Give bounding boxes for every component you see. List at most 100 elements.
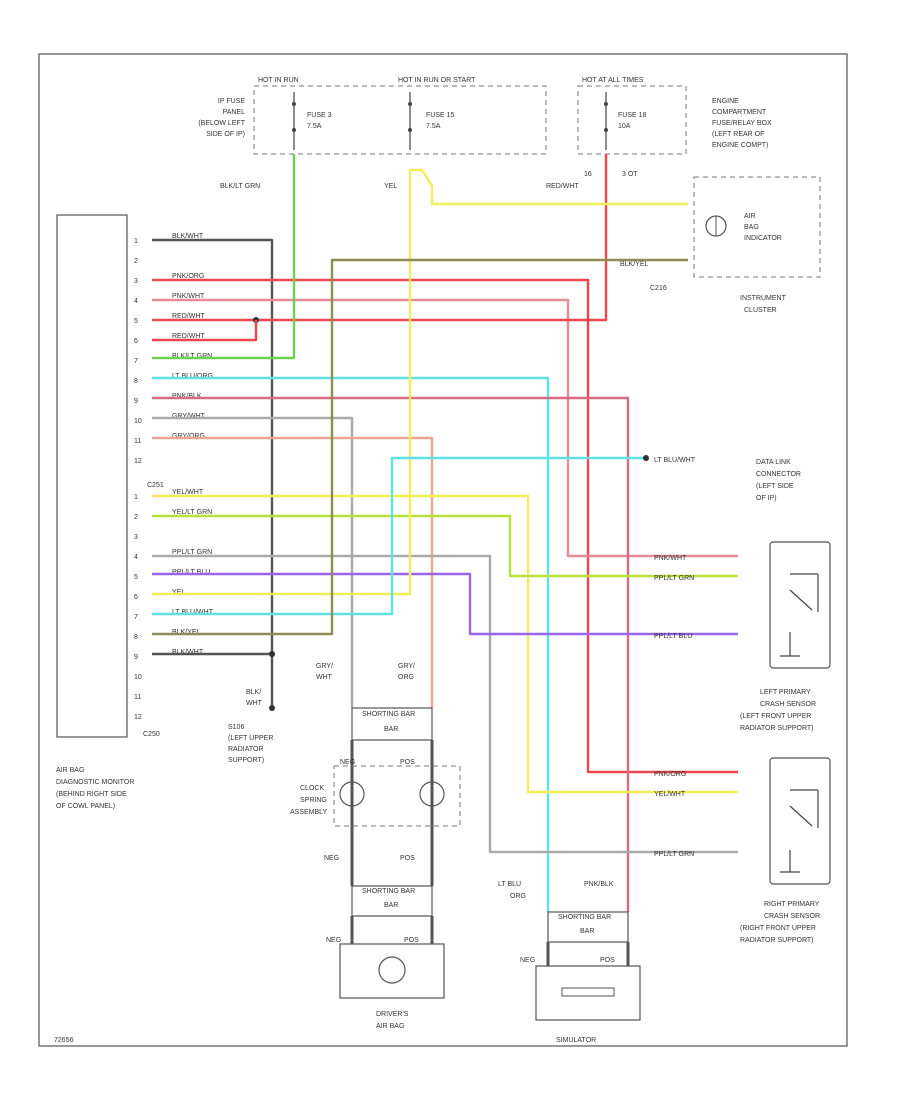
diagram-border	[38, 53, 848, 1047]
svg-text:CONNECTOR: CONNECTOR	[756, 471, 801, 478]
svg-text:S106: S106	[228, 724, 244, 731]
pin-number: 9	[134, 398, 138, 405]
svg-text:BAR: BAR	[384, 902, 398, 909]
wire-label-red-wht: RED/WHT	[546, 183, 579, 190]
svg-text:BAG: BAG	[744, 224, 759, 231]
svg-text:IP FUSE: IP FUSE	[218, 98, 245, 105]
pin-number: 10	[134, 418, 142, 425]
fuse-3-amp: 7.5A	[307, 123, 322, 130]
data-link-connector-label: DATA LINK CONNECTOR (LEFT SIDE OF IP)	[756, 459, 801, 502]
pin-number: 6	[134, 594, 138, 601]
pin-number: 1	[134, 238, 138, 245]
wire-label-blk-yel: BLK/YEL	[620, 261, 649, 268]
pin-wire-color: YEL/WHT	[172, 489, 204, 496]
svg-text:ENGINE: ENGINE	[712, 98, 739, 105]
c250-pin-numbers: 1BLK/WHT23PNK/ORG4PNK/WHT5RED/WHT6RED/WH…	[134, 233, 213, 465]
pin-number: 3	[134, 278, 138, 285]
svg-text:AIR: AIR	[744, 213, 756, 220]
svg-text:GRY/: GRY/	[316, 663, 333, 670]
simulator-neg-label: NEG	[520, 957, 535, 964]
left-crash-sensor-label: LEFT PRIMARY CRASH SENSOR (LEFT FRONT UP…	[740, 689, 816, 732]
s106-ground-label: BLK/ WHT S106 (LEFT UPPER RADIATOR SUPPO…	[228, 689, 273, 764]
svg-text:SHORTING BAR: SHORTING BAR	[362, 711, 415, 718]
simulator-box	[535, 965, 641, 1021]
svg-text:INDICATOR: INDICATOR	[744, 235, 782, 242]
svg-text:(LEFT SIDE: (LEFT SIDE	[756, 483, 794, 490]
svg-text:WHT: WHT	[316, 674, 333, 681]
pin-number: 10	[134, 674, 142, 681]
pin-wire-color: GRY/ORG	[172, 433, 205, 440]
left-crash-sensor: PNK/WHT PPL/LT GRN PPL/LT BLU	[654, 541, 831, 669]
svg-text:(LEFT REAR OF: (LEFT REAR OF	[712, 131, 764, 138]
pin-wire-color: YEL	[172, 589, 185, 596]
svg-text:ORG: ORG	[398, 674, 414, 681]
svg-text:(BEHIND RIGHT SIDE: (BEHIND RIGHT SIDE	[56, 791, 127, 798]
clock-spring-pos: POS	[400, 759, 415, 766]
fuse-pin-3ot: 3 OT	[622, 171, 638, 178]
svg-text:FUSE/RELAY BOX: FUSE/RELAY BOX	[712, 120, 772, 127]
svg-text:(BELOW LEFT: (BELOW LEFT	[198, 120, 245, 127]
ip-fuse-panel-label: IP FUSE PANEL (BELOW LEFT SIDE OF IP)	[198, 98, 245, 138]
air-bag-monitor-box	[56, 214, 128, 738]
svg-text:DATA LINK: DATA LINK	[756, 459, 791, 466]
pin-wire-color: BLK/WHT	[172, 649, 204, 656]
pin-wire-color: BLK/WHT	[172, 233, 204, 240]
pin-wire-color: PPL/LT GRN	[172, 549, 212, 556]
pin-number: 6	[134, 338, 138, 345]
hot-in-run-label: HOT IN RUN	[258, 77, 299, 84]
pin-wire-color: BLK/YEL	[172, 629, 201, 636]
instrument-cluster-label: INSTRUMENT CLUSTER	[740, 295, 787, 314]
lower-shorting-bar: SHORTING BAR BAR	[351, 885, 433, 917]
svg-text:(RIGHT FRONT UPPER: (RIGHT FRONT UPPER	[740, 925, 816, 932]
drivers-air-bag	[339, 943, 445, 999]
fuse-15-amp: 7.5A	[426, 123, 441, 130]
svg-text:RADIATOR SUPPORT): RADIATOR SUPPORT)	[740, 725, 814, 732]
left-sensor-wire-2: PPL/LT GRN	[654, 575, 694, 582]
svg-text:BAR: BAR	[580, 928, 594, 935]
pin-wire-color: LT BLU/ORG	[172, 373, 213, 380]
left-sensor-wire-1: PNK/WHT	[654, 555, 687, 562]
svg-text:PANEL: PANEL	[223, 109, 246, 116]
pin-wire-color: GRY/WHT	[172, 413, 206, 420]
engine-fuse-box-label: ENGINE COMPARTMENT FUSE/RELAY BOX (LEFT …	[712, 98, 772, 149]
svg-text:AIR BAG: AIR BAG	[376, 1023, 404, 1030]
svg-text:DRIVER'S: DRIVER'S	[376, 1011, 409, 1018]
driver-bag-neg-label: NEG	[324, 855, 339, 862]
pin-number: 12	[134, 458, 142, 465]
hot-in-run-start-label: HOT IN RUN OR START	[398, 77, 476, 84]
svg-text:SUPPORT): SUPPORT)	[228, 757, 264, 764]
svg-text:RADIATOR: RADIATOR	[228, 746, 264, 753]
right-sensor-wire-2: YEL/WHT	[654, 791, 686, 798]
pin-number: 8	[134, 378, 138, 385]
wire-label-lt-blu-wht: LT BLU/WHT	[654, 457, 696, 464]
engine-fuse-box: HOT AT ALL TIMES FUSE 18 10A ENGINE COMP…	[577, 77, 772, 155]
pin-number: 7	[134, 614, 138, 621]
svg-text:RIGHT PRIMARY: RIGHT PRIMARY	[764, 901, 820, 908]
fuse-18-amp: 10A	[618, 123, 631, 130]
pin-wire-color: PNK/WHT	[172, 293, 205, 300]
pin-wire-color: YEL/LT GRN	[172, 509, 212, 516]
pin-number: 12	[134, 714, 142, 721]
pin-number: 3	[134, 534, 138, 541]
gry-wht-label: GRY/ WHT	[316, 663, 333, 681]
svg-text:COMPARTMENT: COMPARTMENT	[712, 109, 767, 116]
wire-label-yel: YEL	[384, 183, 397, 190]
fuse-18-name: FUSE 18	[618, 112, 647, 119]
pnk-blk-label: PNK/BLK	[584, 881, 614, 888]
clock-spring-neg: NEG	[340, 759, 355, 766]
svg-text:DIAGNOSTIC MONITOR: DIAGNOSTIC MONITOR	[56, 779, 134, 786]
wire-label-blk-lt-grn: BLK/LT GRN	[220, 183, 260, 190]
pin-number: 9	[134, 654, 138, 661]
air-bag-indicator-label: AIR BAG INDICATOR	[744, 213, 782, 242]
simulator-pos-label: POS	[600, 957, 615, 964]
pin-wire-color: PPL/LT BLU	[172, 569, 210, 576]
svg-text:WHT: WHT	[246, 700, 263, 707]
pin-wire-color: LT BLU/WHT	[172, 609, 214, 616]
svg-text:CLUSTER: CLUSTER	[744, 307, 777, 314]
svg-text:OF IP): OF IP)	[756, 495, 777, 502]
svg-text:BLK/: BLK/	[246, 689, 261, 696]
svg-text:RADIATOR SUPPORT): RADIATOR SUPPORT)	[740, 937, 814, 944]
driver-bag-pos-label: POS	[400, 855, 415, 862]
svg-text:CRASH SENSOR: CRASH SENSOR	[764, 913, 820, 920]
